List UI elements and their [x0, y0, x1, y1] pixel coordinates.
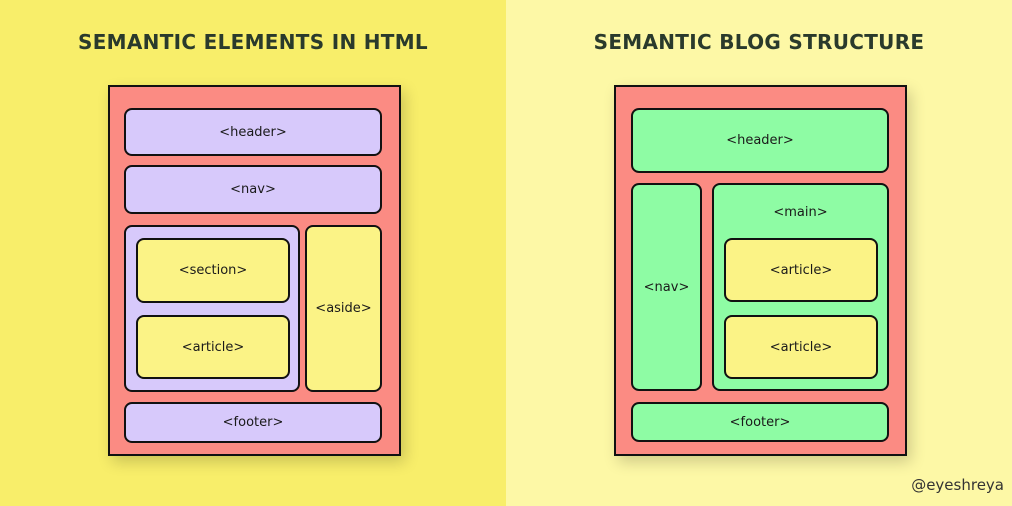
left-aside-block: <aside>: [305, 225, 382, 392]
right-title: SEMANTIC BLOG STRUCTURE: [593, 30, 925, 54]
left-footer-block: <footer>: [124, 402, 382, 443]
right-article-block-2: <article>: [724, 315, 878, 379]
left-nav-block: <nav>: [124, 165, 382, 214]
watermark: @eyeshreya: [911, 476, 1004, 494]
left-header-block: <header>: [124, 108, 382, 156]
left-title: SEMANTIC ELEMENTS IN HTML: [78, 30, 428, 54]
left-article-block: <article>: [136, 315, 290, 379]
right-article-block-1: <article>: [724, 238, 878, 302]
right-footer-block: <footer>: [631, 402, 889, 442]
right-header-block: <header>: [631, 108, 889, 173]
right-nav-block: <nav>: [631, 183, 702, 391]
left-section-block: <section>: [136, 238, 290, 303]
